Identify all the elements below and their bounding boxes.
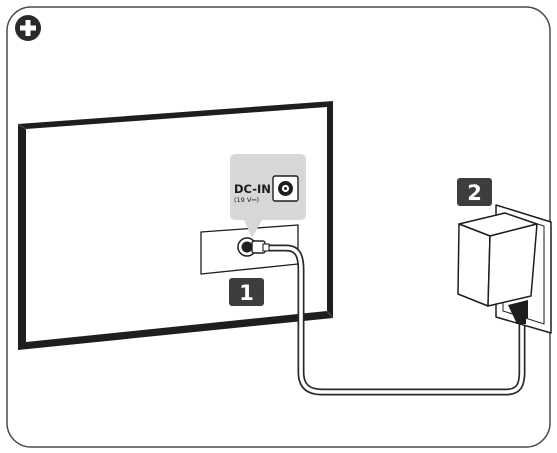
power-cable [258,244,526,396]
voltage-rating: (19 V⎓) [234,196,259,204]
step-number-1: 1 [239,281,254,305]
dc-jack-icon [272,175,299,202]
power-adapter-icon [457,204,552,334]
dc-in-label: DC-IN [234,182,271,196]
dc-in-callout [230,154,306,238]
plus-circle-icon [15,15,41,41]
step-number-2: 2 [467,181,482,205]
step-badge-1: 1 [229,278,264,306]
dc-plug-icon [237,237,270,257]
step-badge-2: 2 [457,178,492,206]
